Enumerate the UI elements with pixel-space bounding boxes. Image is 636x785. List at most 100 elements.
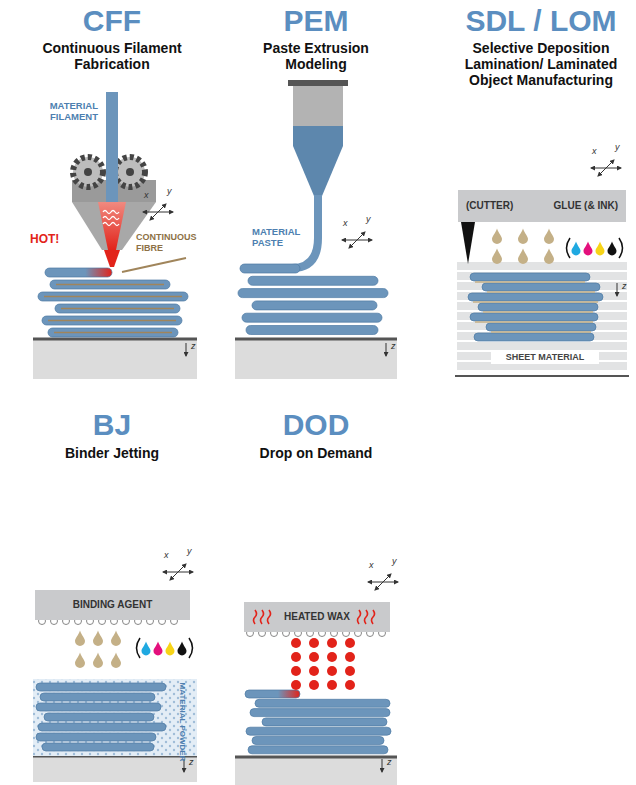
dod-layers [248,746,388,754]
ink-drop [142,241,617,655]
extruder-head [84,168,92,176]
cff-layers [54,332,172,334]
paste-syringe [293,126,343,146]
powder-bed [33,679,197,756]
extruder-head [115,157,145,187]
material-label: MATERIAL PASTE [252,226,308,248]
dod-layers [250,709,390,717]
sheet-stack [455,375,629,377]
material-label: MATERIAL POWDER [177,680,187,764]
dod-layers [246,727,391,735]
axis-arrow [170,564,186,580]
sheet-stack [457,302,627,310]
heat-symbol [252,608,278,626]
axis-label: x [144,190,154,201]
pem-layers [242,313,382,322]
powder-bed [33,679,197,756]
cff-layers [61,308,174,310]
axis-label: z [387,757,397,768]
axis-label: y [392,556,402,567]
extruder-head [104,250,120,267]
process-acronym: BJ [22,408,202,442]
extruder-head [122,258,186,272]
cff-layers [55,304,180,313]
axis-label: y [187,546,197,557]
axis-arrow [186,343,187,356]
heat-symbol [364,610,367,624]
cff-layers [48,328,178,337]
sdl-layers [482,283,600,291]
axis-label: x [592,146,602,157]
ink-drop [608,241,617,255]
axis-label: y [366,214,376,225]
process-acronym: PEM [226,4,406,38]
wax-drop [345,666,355,676]
axis-label: y [615,142,625,153]
wax-drop [291,652,301,662]
wax-drop [309,680,319,690]
process-acronym: DOD [226,408,406,442]
ink-drop [596,241,605,255]
process-name: Continuous Filament Fabrication [32,40,192,72]
axis-label: x [164,550,174,561]
wax-drop [291,666,301,676]
process-name: Selective Deposition Lamination/ Laminat… [461,40,621,88]
axis-label: x [369,560,379,571]
build-plate [235,756,397,759]
sheet-stack [457,292,627,300]
cff-layers [56,284,164,286]
extruder-head [103,211,119,226]
ink-drop [584,241,593,255]
bj-layers [38,723,166,731]
extruder-head [98,202,126,250]
build-plate [235,757,397,785]
ink-brackets [189,638,193,658]
paste-syringe [293,146,343,196]
ink-drop [142,641,151,655]
sdl-layers [470,313,598,321]
axis-arrow [382,759,383,772]
bj-layers [44,713,154,721]
ink-brackets [137,638,141,658]
wax-drop [327,666,337,676]
binder-drop [75,653,85,669]
sdl-layers [470,273,590,281]
axis-arrow [598,160,614,176]
sheet-stack [455,262,629,376]
sheet-stack [457,262,627,270]
ink-drop [572,241,581,255]
build-plate [235,339,397,379]
dod-layers [262,718,387,726]
sheet-stack [457,322,627,330]
cff-layers [38,292,188,301]
binder-drop [75,631,85,647]
wax-drop [309,666,319,676]
process-name: Drop on Demand [231,445,401,461]
sheet-stack [457,332,627,340]
wax-drop [327,652,337,662]
glue-layer [483,311,593,312]
material-label: SHEET MATERIAL [491,351,599,364]
wax-drop [309,638,319,648]
sdl-layers [468,293,603,301]
head-label: HEATED WAX [284,611,350,623]
build-plate [235,338,397,341]
heat-label: HOT! [30,232,75,246]
sheet-stack [457,272,627,280]
ink-drop [178,641,187,655]
binder-drop [93,653,103,669]
fibre-label: CONTINUOUS FIBRE [136,232,210,254]
wax-drop [345,652,355,662]
bj-layers [36,733,156,741]
build-plate [33,339,197,379]
build-plate [33,338,197,341]
wax-drop [291,638,355,690]
process-acronym: SDL / LOM [451,4,631,38]
build-plate [33,756,197,782]
ink-drop [166,641,175,655]
heat-symbol [357,610,360,624]
glue-layer [491,331,591,332]
process-name: Binder Jetting [27,445,197,461]
axis-arrow [143,160,621,772]
